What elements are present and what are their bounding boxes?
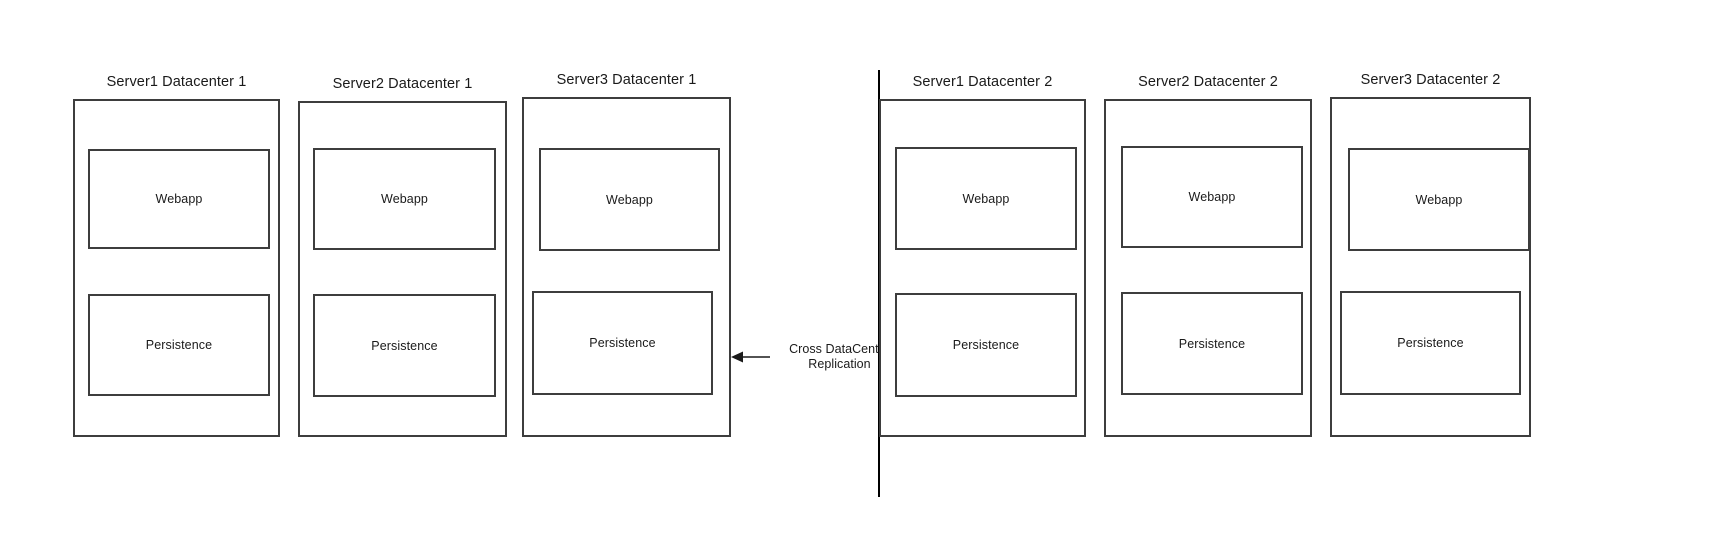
component-label-persistence: Persistence <box>371 338 438 353</box>
server-panel-server3-dc2[interactable]: Server3 Datacenter 2 Webapp Persistence <box>1330 72 1531 437</box>
arrow-to-datacenter-1 <box>731 351 770 363</box>
component-label-webapp: Webapp <box>1188 190 1236 204</box>
component-label-persistence: Persistence <box>1397 336 1464 350</box>
component-label-webapp: Webapp <box>962 191 1010 206</box>
component-box-webapp-server3-dc1[interactable]: Webapp <box>539 148 720 251</box>
component-box-persistence-server1-dc1[interactable]: Persistence <box>88 294 270 396</box>
component-label-persistence: Persistence <box>952 338 1020 352</box>
component-label-persistence: Persistence <box>589 336 656 350</box>
server-panel-server1-dc1[interactable]: Server1 Datacenter 1 Webapp Persistence <box>73 74 280 437</box>
panel-title-server1-dc1: Server1 Datacenter 1 <box>106 74 247 90</box>
component-box-persistence-server2-dc2[interactable]: Persistence <box>1121 292 1303 395</box>
component-label-webapp: Webapp <box>606 192 653 207</box>
component-label-persistence: Persistence <box>145 338 213 352</box>
component-box-persistence-server1-dc2[interactable]: Persistence <box>895 293 1077 397</box>
server-panel-server2-dc2[interactable]: Server2 Datacenter 2 Webapp Persistence <box>1104 74 1312 437</box>
component-box-webapp-server1-dc2[interactable]: Webapp <box>895 147 1077 250</box>
component-box-webapp-server1-dc1[interactable]: Webapp <box>88 149 270 249</box>
component-label-webapp: Webapp <box>155 192 203 206</box>
component-box-persistence-server3-dc2[interactable]: Persistence <box>1340 291 1521 395</box>
server-panel-server2-dc1[interactable]: Server2 Datacenter 1 Webapp Persistence <box>298 76 507 437</box>
component-box-persistence-server2-dc1[interactable]: Persistence <box>313 294 496 397</box>
cross-datacenter-replication-link[interactable]: Cross DataCenter Replication <box>731 337 948 387</box>
replication-label-line2: Replication <box>808 357 871 371</box>
panel-title-server2-dc2: Server2 Datacenter 2 <box>1138 74 1278 90</box>
panel-title-server2-dc1: Server2 Datacenter 1 <box>332 76 473 92</box>
server-panel-server3-dc1[interactable]: Server3 Datacenter 1 Webapp Persistence <box>522 72 731 437</box>
component-box-persistence-server3-dc1[interactable]: Persistence <box>532 291 713 395</box>
component-label-persistence: Persistence <box>1178 336 1246 351</box>
replication-label-line1: Cross DataCenter <box>789 342 890 356</box>
panel-title-server3-dc1: Server3 Datacenter 1 <box>556 72 697 88</box>
component-box-webapp-server3-dc2[interactable]: Webapp <box>1348 148 1530 251</box>
component-box-webapp-server2-dc1[interactable]: Webapp <box>313 148 496 250</box>
server-panel-server1-dc2[interactable]: Server1 Datacenter 2 Webapp Persistence <box>879 74 1086 437</box>
component-label-webapp: Webapp <box>1415 192 1463 207</box>
component-label-webapp: Webapp <box>381 192 428 206</box>
component-box-webapp-server2-dc2[interactable]: Webapp <box>1121 146 1303 248</box>
panel-title-server3-dc2: Server3 Datacenter 2 <box>1360 72 1501 88</box>
panel-title-server1-dc2: Server1 Datacenter 2 <box>912 74 1053 90</box>
